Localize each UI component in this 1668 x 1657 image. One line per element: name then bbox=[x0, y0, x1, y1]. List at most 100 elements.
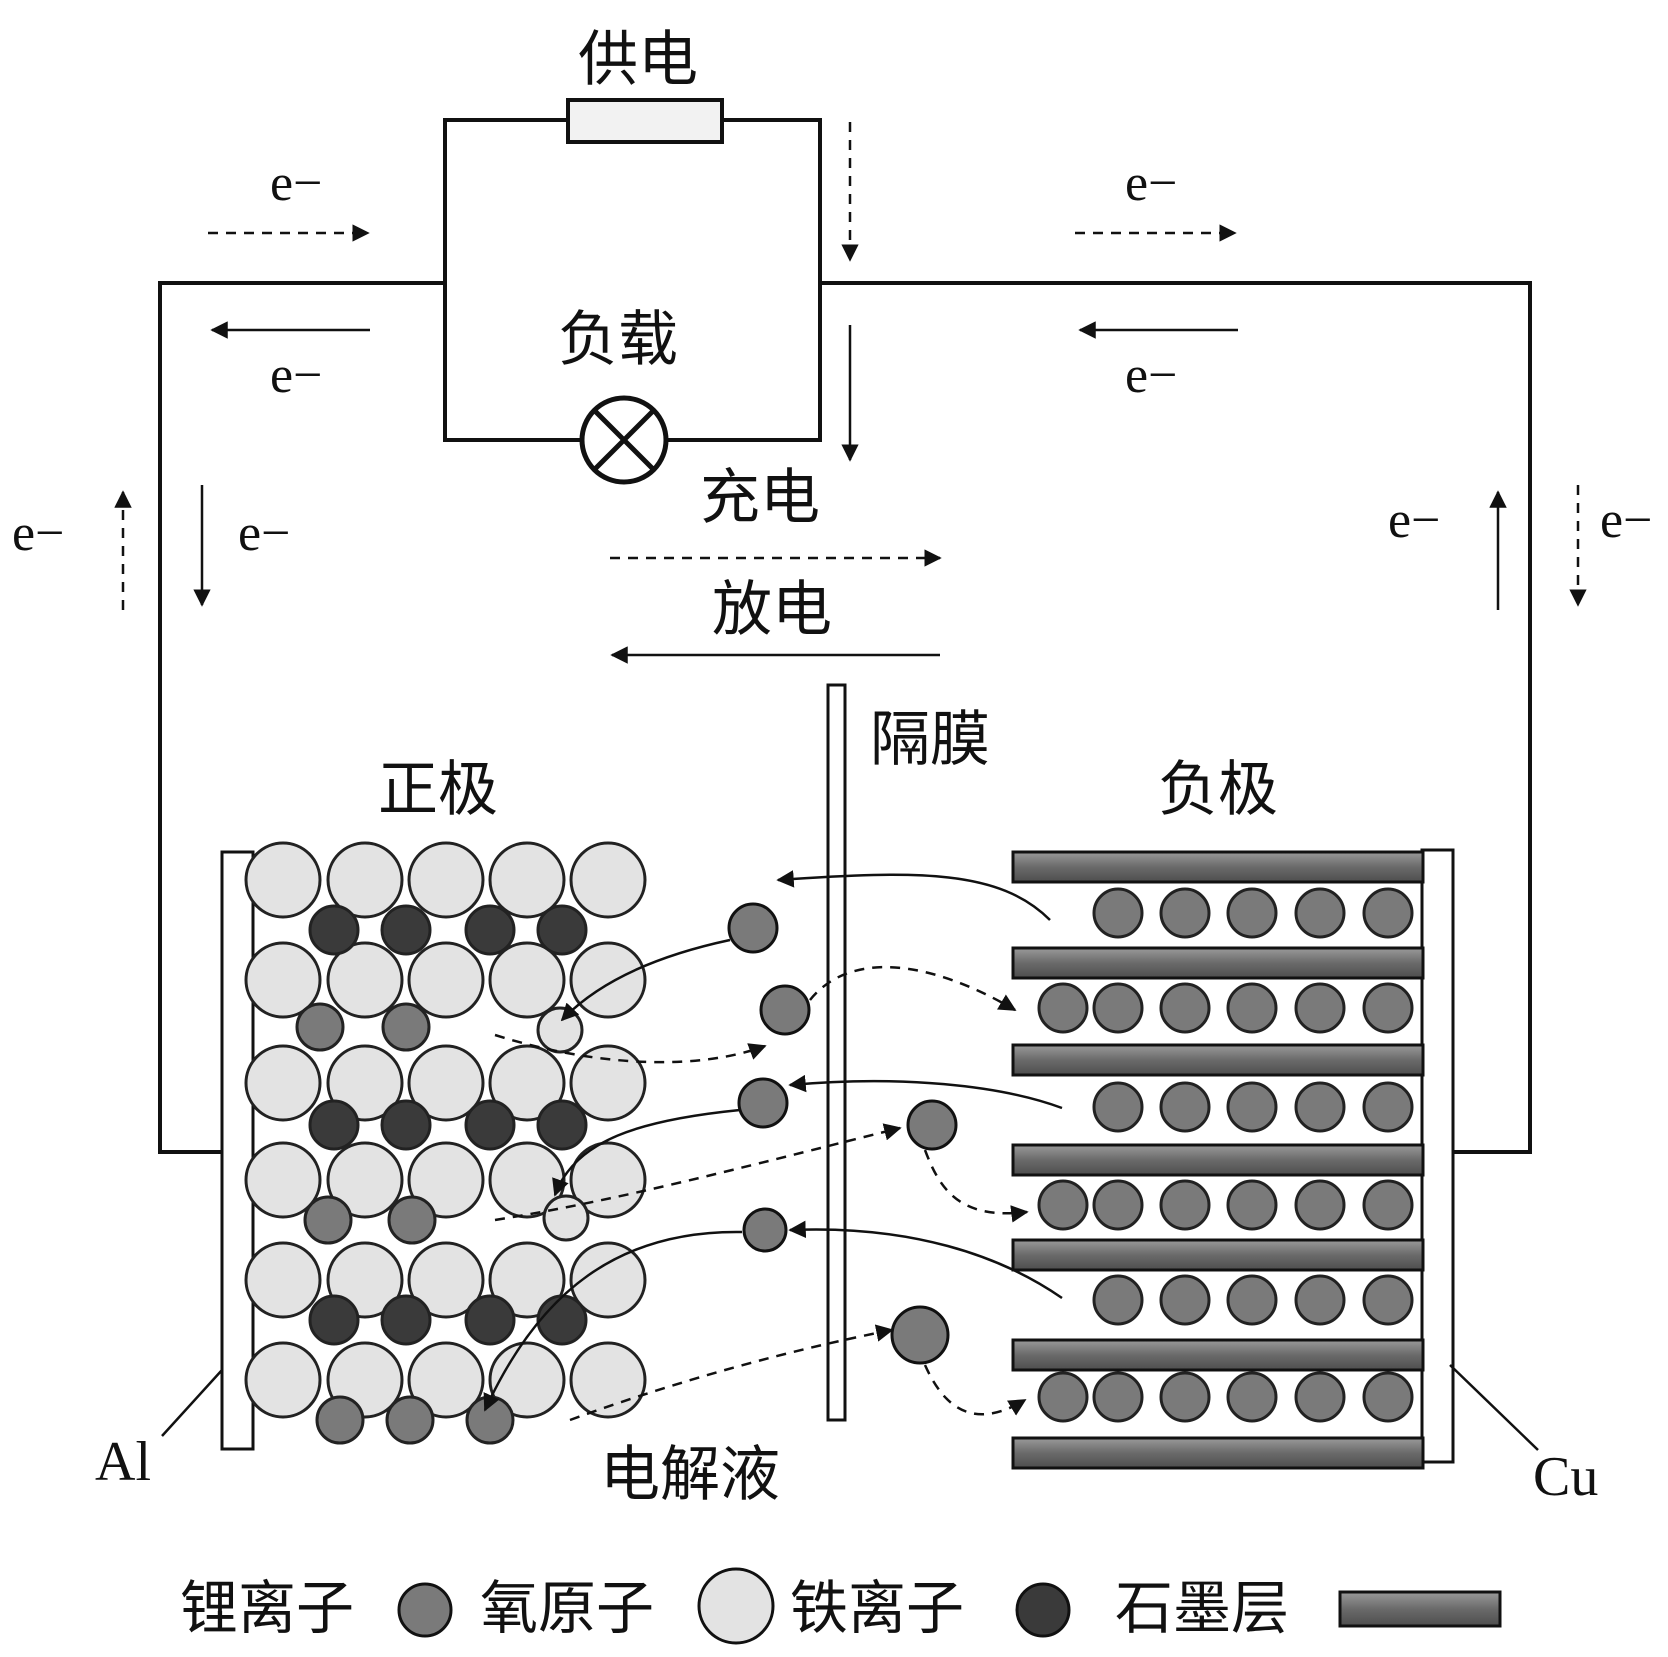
oxygen-atom bbox=[244, 841, 322, 919]
lithium-ion bbox=[1226, 1371, 1278, 1423]
al-label: Al bbox=[95, 1431, 151, 1493]
lithium-ion bbox=[1092, 1274, 1144, 1326]
graphite-layer bbox=[1011, 1338, 1425, 1372]
electron-label: e− bbox=[270, 155, 322, 212]
legend-oxygen-atom-symbol bbox=[697, 1567, 775, 1645]
iron-ion bbox=[308, 904, 360, 956]
anode-label: 负极 bbox=[1158, 755, 1278, 825]
electron-label: e− bbox=[1388, 492, 1440, 549]
lithium-ion bbox=[1092, 1081, 1144, 1133]
lithium-ion bbox=[381, 1002, 431, 1052]
oxygen-atom bbox=[326, 1141, 404, 1219]
oxygen-atom bbox=[488, 841, 566, 919]
lithium-ion bbox=[1362, 982, 1414, 1034]
lithium-ion bbox=[1226, 982, 1278, 1034]
lithium-ion bbox=[1226, 1081, 1278, 1133]
lithium-ion bbox=[295, 1002, 345, 1052]
lithium-ion bbox=[1294, 1371, 1346, 1423]
graphite-layer bbox=[1011, 1043, 1425, 1077]
electrolyte-ions bbox=[727, 902, 958, 1365]
oxygen-atom bbox=[407, 941, 485, 1019]
lithium-ion bbox=[1092, 982, 1144, 1034]
lithium-ion bbox=[1037, 982, 1089, 1034]
lithium-ion bbox=[1092, 1179, 1144, 1231]
lithium-ion bbox=[1159, 1371, 1211, 1423]
al-current-collector bbox=[220, 850, 255, 1451]
oxygen-atom bbox=[244, 1044, 322, 1122]
cu-label: Cu bbox=[1533, 1446, 1598, 1508]
iron-ion bbox=[308, 1294, 360, 1346]
anode-structure bbox=[1011, 850, 1425, 1470]
oxygen-atom bbox=[244, 1141, 322, 1219]
oxygen-atom bbox=[542, 1194, 590, 1242]
lithium-ion bbox=[1362, 1274, 1414, 1326]
lithium-ion bbox=[906, 1099, 958, 1151]
cathode-label: 正极 bbox=[378, 755, 498, 825]
cathode-lattice bbox=[244, 841, 647, 1445]
iron-ion bbox=[380, 1294, 432, 1346]
charge-label: 充电 bbox=[700, 463, 820, 533]
lithium-ion bbox=[1159, 887, 1211, 939]
lithium-ion bbox=[737, 1077, 789, 1129]
lithium-ion bbox=[1362, 887, 1414, 939]
oxygen-atom bbox=[407, 1341, 485, 1419]
lithium-ion bbox=[1294, 982, 1346, 1034]
electrolyte-label: 电解液 bbox=[600, 1440, 780, 1510]
discharge-label: 放电 bbox=[712, 575, 832, 645]
legend-label-graphite-layer: 石墨层 bbox=[1115, 1574, 1289, 1642]
oxygen-atom bbox=[326, 1044, 404, 1122]
legend-graphite-layer-symbol bbox=[1338, 1590, 1502, 1628]
oxygen-atom bbox=[407, 1044, 485, 1122]
load-label: 负载 bbox=[558, 305, 678, 375]
iron-ion bbox=[308, 1099, 360, 1151]
legend-iron-ion-symbol bbox=[1015, 1582, 1071, 1638]
lithium-ion bbox=[890, 1305, 950, 1365]
lithium-ion bbox=[742, 1207, 788, 1253]
legend-lithium-ion-symbol bbox=[397, 1582, 453, 1638]
lithium-ion bbox=[1226, 887, 1278, 939]
lithium-ion bbox=[1037, 1371, 1089, 1423]
oxygen-atom bbox=[569, 1241, 647, 1319]
cu-current-collector bbox=[1420, 848, 1455, 1464]
electron-label: e− bbox=[12, 505, 64, 562]
oxygen-atom bbox=[488, 1341, 566, 1419]
lithium-ion bbox=[315, 1395, 365, 1445]
graphite-layer bbox=[1011, 1143, 1425, 1177]
separator bbox=[826, 683, 847, 1422]
electron-label: e− bbox=[1125, 347, 1177, 404]
iron-ion bbox=[536, 1099, 588, 1151]
lithium-ion bbox=[1159, 1179, 1211, 1231]
graphite-layer bbox=[1011, 1238, 1425, 1272]
lithium-ion bbox=[1159, 1081, 1211, 1133]
lithium-ion bbox=[1362, 1371, 1414, 1423]
oxygen-atom bbox=[569, 941, 647, 1019]
lithium-ion bbox=[1294, 887, 1346, 939]
iron-ion bbox=[380, 1099, 432, 1151]
legend-label-lithium-ion: 锂离子 bbox=[180, 1574, 354, 1642]
oxygen-atom bbox=[407, 1141, 485, 1219]
oxygen-atom bbox=[407, 841, 485, 919]
lithium-ion bbox=[1362, 1081, 1414, 1133]
electron-label: e− bbox=[1600, 492, 1652, 549]
oxygen-atom bbox=[569, 1044, 647, 1122]
legend-label-iron-ion: 铁离子 bbox=[790, 1574, 964, 1642]
lithium-ion bbox=[1362, 1179, 1414, 1231]
lithium-ion bbox=[387, 1195, 437, 1245]
oxygen-atom bbox=[536, 1006, 584, 1054]
iron-ion bbox=[536, 1294, 588, 1346]
lithium-ion bbox=[759, 984, 811, 1036]
graphite-layer bbox=[1011, 1436, 1425, 1470]
lithium-ion bbox=[465, 1395, 515, 1445]
oxygen-atom bbox=[244, 941, 322, 1019]
lithium-ion bbox=[385, 1395, 435, 1445]
power-supply-resistor bbox=[566, 98, 724, 144]
separator-label: 隔膜 bbox=[870, 705, 990, 775]
oxygen-atom bbox=[569, 1141, 647, 1219]
legend: 锂离子 氧原子 铁离子 石墨层 bbox=[180, 1567, 1502, 1645]
power-supply-label: 供电 bbox=[578, 25, 698, 95]
oxygen-atom bbox=[326, 941, 404, 1019]
oxygen-atom bbox=[488, 941, 566, 1019]
electron-flow-arrows bbox=[114, 122, 1587, 610]
oxygen-atom bbox=[569, 1341, 647, 1419]
